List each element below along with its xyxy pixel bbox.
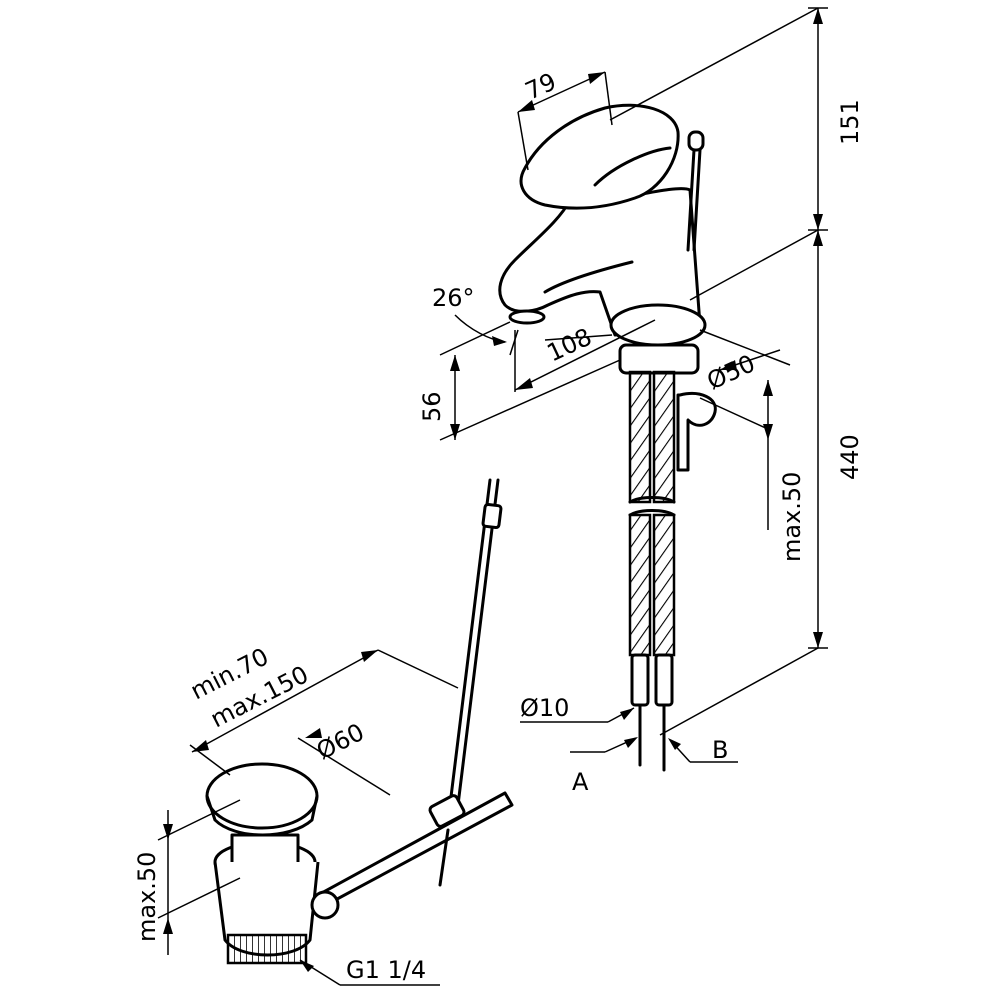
mounting-stud xyxy=(618,343,700,375)
faucet-assembly xyxy=(498,103,717,772)
hose-a-upper xyxy=(628,370,652,504)
handle-detail xyxy=(593,146,672,187)
dim-basin-max50: max.50 xyxy=(133,852,161,942)
hose-b-upper xyxy=(652,370,676,504)
dim-height-151: 151 xyxy=(836,99,864,145)
drain-assembly xyxy=(205,478,514,965)
drain-dimension-lines xyxy=(157,649,459,986)
hose-a-lower xyxy=(628,513,652,657)
mounting-bracket xyxy=(676,392,717,472)
hose-b-lower xyxy=(652,513,676,657)
popup-rod-knob xyxy=(686,130,705,252)
dim-height-56: 56 xyxy=(418,391,446,422)
dim-hose-10: Ø10 xyxy=(520,694,569,722)
drain-thread xyxy=(226,933,308,965)
spout-highlight xyxy=(543,260,634,294)
connection-a-label: A xyxy=(572,768,589,796)
spout-aerator xyxy=(508,309,546,325)
dim-base-50: Ø50 xyxy=(703,349,760,395)
faucet-handle xyxy=(519,103,680,210)
dim-handle-79: 79 xyxy=(521,67,560,105)
dim-thread-g114: G1 1/4 xyxy=(346,956,426,984)
dim-deck-max50: max.50 xyxy=(778,472,806,562)
connection-b-label: B xyxy=(712,736,728,764)
dim-angle-26: 26° xyxy=(432,284,475,312)
drain-plug xyxy=(205,762,319,830)
rod-clamp xyxy=(428,794,466,828)
faucet-base xyxy=(609,303,707,347)
dim-height-440: 440 xyxy=(836,434,864,480)
faucet-dimension-lines xyxy=(439,7,828,763)
dim-plug-60: Ø60 xyxy=(312,718,369,765)
dim-reach-108: 108 xyxy=(543,323,596,368)
